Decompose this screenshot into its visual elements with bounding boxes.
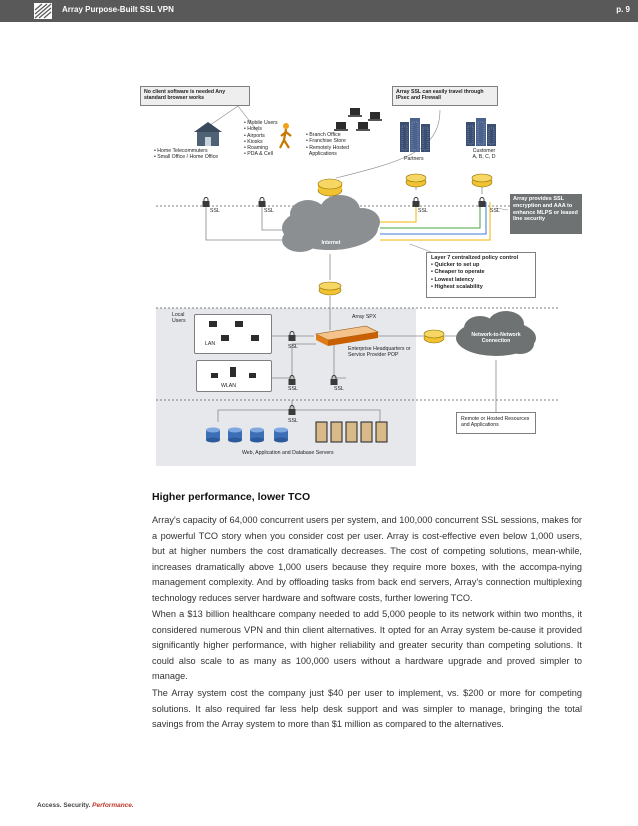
ssl-lock-icon — [258, 194, 266, 207]
local-users-label: Local Users — [172, 312, 186, 325]
ssl-label: SSL — [418, 208, 428, 214]
ssl-label: SSL — [288, 344, 298, 350]
paragraph-3: The Array system cost the company just $… — [152, 688, 582, 729]
n2n-label: Network-to-Network Connection — [471, 332, 521, 345]
wlan-label: WLAN — [221, 383, 236, 389]
branch-office-list: • Branch Office • Franchise Store • Remo… — [306, 132, 350, 157]
laptop-icon — [334, 108, 382, 131]
paragraph-2: When a $13 billion healthcare company ne… — [152, 609, 582, 681]
ssl-lock-icon — [330, 372, 338, 385]
computer-icon — [209, 321, 259, 341]
wireless-icon — [211, 367, 256, 378]
footer-tagline: Access. Security. Performance. — [37, 802, 134, 809]
mobile-users-list: • Mobile Users • Hotels • Airports • Kio… — [244, 120, 278, 158]
policy-box: Layer 7 centralized policy control • Qui… — [426, 252, 536, 298]
mobile-user-icon — [279, 123, 292, 149]
header-title: Array Purpose-Built SSL VPN — [62, 5, 174, 14]
ssl-label: SSL — [288, 418, 298, 424]
router-icon — [423, 329, 445, 344]
router-icon — [471, 173, 493, 188]
network-diagram: No client software is needed Any standar… — [140, 82, 582, 474]
router-icon — [405, 173, 427, 188]
ssl-label: SSL — [288, 386, 298, 392]
lan-label: LAN — [205, 341, 216, 347]
ssl-lock-icon — [412, 194, 420, 207]
database-icon — [206, 427, 288, 443]
array-spx-label: Array SPX — [352, 314, 377, 320]
ssl-lock-icon — [202, 194, 210, 207]
paragraph-1: Array's capacity of 64,000 concurrent us… — [152, 515, 582, 603]
callout-no-client: No client software is needed Any standar… — [140, 86, 250, 106]
customer-label: Customer A, B, C, D — [472, 148, 496, 161]
ssl-label: SSL — [210, 208, 220, 214]
home-users-list: • Home Telecommuters • Small Office / Ho… — [154, 148, 219, 161]
page-number: p. 9 — [616, 5, 630, 14]
router-icon — [317, 178, 343, 197]
section-heading: Higher performance, lower TCO — [152, 491, 311, 503]
server-icon — [315, 421, 388, 443]
ssl-lock-icon — [288, 372, 296, 385]
callout-travel: Array SSL can easily travel through IPse… — [392, 86, 498, 106]
array-spx-icon — [315, 325, 379, 346]
enterprise-hq-label: Enterprise Headquarters or Service Provi… — [348, 346, 411, 359]
remote-resources-box: Remote or Hosted Resources and Applicati… — [456, 412, 536, 434]
page-header: Array Purpose-Built SSL VPN p. 9 — [0, 0, 638, 22]
n2n-cloud-icon — [456, 311, 536, 356]
ssl-label: SSL — [490, 208, 500, 214]
partner-buildings-icon — [400, 118, 430, 152]
callout-encryption: Array provides SSL encryption and AAA to… — [510, 194, 582, 234]
ssl-lock-icon — [288, 328, 296, 341]
customer-buildings-icon — [466, 118, 496, 146]
partners-label: Partners — [404, 156, 424, 162]
internet-cloud-icon — [282, 195, 380, 252]
internet-label: Internet — [321, 240, 341, 246]
ssl-label: SSL — [334, 386, 344, 392]
array-logo-icon — [34, 3, 52, 19]
ssl-lock-icon — [478, 194, 486, 207]
lan-box: LAN — [194, 314, 272, 354]
router-icon — [318, 281, 342, 296]
wlan-box: WLAN — [196, 360, 272, 392]
servers-label: Web, Application and Database Servers — [242, 450, 334, 456]
house-icon — [194, 122, 222, 146]
ssl-lock-icon — [288, 402, 296, 415]
ssl-label: SSL — [264, 208, 274, 214]
